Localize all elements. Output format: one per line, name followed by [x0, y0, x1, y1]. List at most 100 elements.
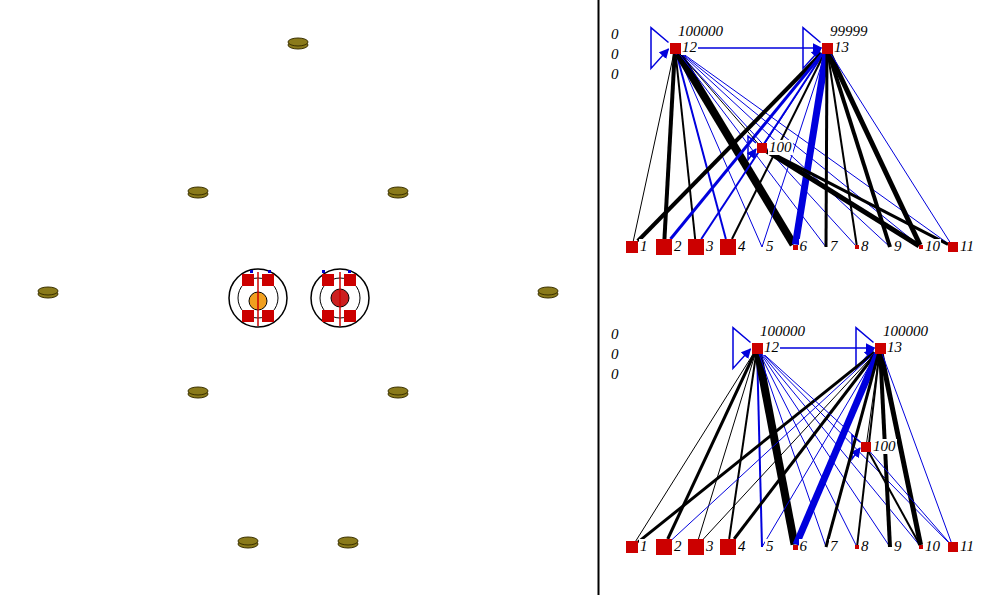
weight-connection — [761, 354, 890, 548]
counter-value: 0 — [611, 367, 619, 382]
weight-connection — [680, 54, 758, 144]
node-number: 3 — [705, 239, 715, 254]
robot-body — [311, 269, 369, 327]
sensor — [344, 310, 356, 322]
food-item — [38, 287, 58, 295]
node-number: 13 — [886, 340, 903, 355]
neuron-node: 10 — [919, 545, 923, 549]
weight-connection — [636, 354, 754, 542]
sensor — [262, 310, 274, 322]
neuron-node: 2 — [656, 239, 672, 255]
neuron-node: 3 — [688, 239, 704, 255]
neuron-node: 10000012 — [752, 343, 763, 354]
weight-connection — [767, 151, 948, 245]
weight-connection — [826, 354, 879, 548]
node-number: 13 — [833, 40, 850, 55]
node-number: 100 — [768, 140, 793, 155]
node-number: 8 — [860, 239, 870, 254]
node-number: 8 — [860, 539, 870, 554]
node-number: 1 — [639, 539, 649, 554]
food-items — [38, 38, 558, 548]
neuron-node: 4 — [720, 239, 736, 255]
neuron-node: 100 — [861, 442, 871, 452]
node-value: 100000 — [677, 24, 724, 39]
node-number: 10 — [924, 539, 941, 554]
weight-connection — [825, 54, 829, 248]
weight-connection — [679, 54, 826, 248]
panel-divider — [598, 0, 600, 595]
robot-axis — [339, 272, 341, 326]
robot-body — [229, 269, 287, 327]
node-number: 12 — [763, 340, 780, 355]
weight-connection — [867, 354, 880, 443]
node-number: 5 — [765, 239, 775, 254]
counter-value: 0 — [611, 47, 619, 62]
food-item — [388, 387, 408, 395]
weight-connection — [701, 54, 823, 240]
weight-connection — [758, 354, 794, 545]
weight-connection — [681, 47, 822, 49]
neuron-node: 11 — [948, 542, 958, 552]
node-number: 1 — [639, 239, 649, 254]
weight-connection — [678, 54, 793, 245]
node-number: 5 — [765, 539, 775, 554]
node-number: 3 — [705, 539, 715, 554]
weight-connection — [795, 54, 826, 245]
neuron-node: 8 — [855, 545, 859, 549]
food-item — [288, 38, 308, 46]
weight-connection — [668, 354, 755, 540]
sensor — [322, 310, 334, 322]
sensor — [242, 274, 254, 286]
counter-value: 0 — [611, 67, 619, 82]
node-number: 11 — [959, 539, 975, 554]
weight-connection — [698, 354, 755, 540]
node-number: 9 — [893, 239, 903, 254]
food-item — [338, 537, 358, 545]
sensor-dot — [348, 270, 351, 273]
weight-connection — [638, 54, 822, 242]
neuron-node: 2 — [656, 539, 672, 555]
weight-connection — [869, 452, 920, 545]
neuron-node: 1 — [626, 241, 638, 253]
weight-connection — [765, 54, 823, 144]
node-number: 2 — [673, 539, 683, 554]
neuron-node: 9999913 — [822, 43, 833, 54]
sensor — [242, 310, 254, 322]
weight-connection — [729, 354, 756, 540]
robot-right — [311, 269, 369, 327]
weight-connection — [829, 54, 890, 248]
node-value: 100000 — [759, 324, 806, 339]
node-number: 9 — [893, 539, 903, 554]
sensor-dot — [322, 270, 325, 273]
weight-connection — [796, 354, 878, 545]
robot-left — [229, 269, 287, 327]
neuron-node: 10000012 — [670, 43, 681, 54]
node-number: 4 — [737, 239, 747, 254]
counter-value: 0 — [611, 27, 619, 42]
sensor — [322, 274, 334, 286]
weight-connection — [763, 353, 862, 442]
weight-connection — [870, 452, 948, 542]
neuron-node: 11 — [948, 242, 958, 252]
weight-connection — [677, 54, 762, 248]
node-number: 7 — [829, 539, 839, 554]
food-item — [388, 187, 408, 195]
sensor — [344, 274, 356, 286]
neuron-node: 4 — [720, 539, 736, 555]
food-item — [188, 187, 208, 195]
weight-connection — [680, 54, 855, 246]
node-value: 99999 — [829, 24, 869, 39]
sensor-dot — [250, 270, 253, 273]
sensor-dot — [268, 270, 271, 273]
weight-connection — [703, 354, 875, 540]
food-item — [188, 387, 208, 395]
robot-axis — [257, 272, 259, 326]
neuron-node: 100 — [757, 143, 767, 153]
neuron-node: 3 — [688, 539, 704, 555]
node-number: 4 — [737, 539, 747, 554]
sensor — [262, 274, 274, 286]
node-number: 6 — [799, 539, 809, 554]
counter-value: 0 — [611, 327, 619, 342]
neuron-node: 10000013 — [875, 343, 886, 354]
